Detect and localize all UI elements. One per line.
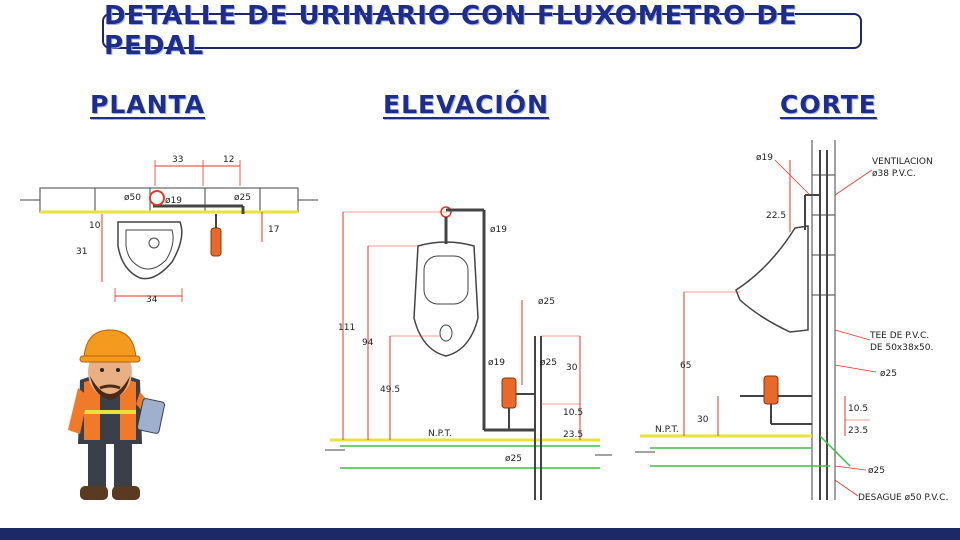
- elev-npt: N.P.T.: [428, 429, 452, 439]
- planta-dim-o25: ø25: [234, 193, 251, 203]
- planta-dim-10: 10: [89, 221, 101, 231]
- elev-dim-49-5: 49.5: [380, 385, 400, 395]
- elev-dim-23-5: 23.5: [563, 430, 583, 440]
- elev-dim-30: 30: [566, 363, 578, 373]
- corte-dim-30: 30: [697, 415, 709, 425]
- corte-dim-23-5: 23.5: [848, 426, 868, 436]
- elev-urinal: [413, 241, 479, 357]
- planta-dim-o50: ø50: [124, 193, 141, 203]
- section-label-corte: CORTE: [780, 90, 877, 119]
- elev-dim-o25-top: ø25: [538, 297, 555, 307]
- planta-valve: [210, 227, 222, 257]
- corte-dim-o19: ø19: [756, 153, 773, 163]
- planta-wall: [39, 187, 299, 213]
- elev-dim-10-5: 10.5: [563, 408, 583, 418]
- planta-drain-circle: [149, 190, 165, 206]
- planta-view: 33 12 ø50 ø19 ø25 10 31 34 17: [20, 155, 318, 305]
- planta-dim-34: 34: [146, 295, 158, 305]
- bottom-bar: [0, 528, 960, 540]
- corte-dim-o25-mid: ø25: [880, 369, 897, 379]
- worker-illustration: [68, 329, 166, 500]
- elev-dim-o19-top: ø19: [490, 225, 507, 235]
- corte-note-tee-size: DE 50x38x50.: [870, 343, 933, 353]
- corte-view: ø19 22.5 65 30 10.5 23.5 ø25 ø25 N.P.T. …: [635, 140, 948, 503]
- planta-dim-o19: ø19: [165, 196, 182, 206]
- planta-dim-33: 33: [172, 155, 183, 165]
- elevacion-view: ø19 ø25 111 94 49.5 ø19 ø25 30 10.5 23.5…: [325, 206, 612, 500]
- corte-dim-10-5: 10.5: [848, 404, 868, 414]
- corte-note-ventilacion: VENTILACION: [872, 157, 933, 167]
- elev-dim-94: 94: [362, 338, 374, 348]
- section-label-elevacion: ELEVACIÓN: [383, 90, 549, 119]
- planta-dim-12: 12: [223, 155, 234, 165]
- corte-valve: [763, 375, 779, 405]
- corte-npt: N.P.T.: [655, 425, 679, 435]
- elev-dim-o25-bottom: ø25: [505, 454, 522, 464]
- corte-note-desague: DESAGUE ø50 P.V.C.: [858, 493, 948, 503]
- corte-dim-22-5: 22.5: [766, 211, 786, 221]
- planta-dim-31: 31: [76, 247, 87, 257]
- corte-note-tee: TEE DE P.V.C.: [869, 331, 929, 341]
- elev-dim-o25-mid: ø25: [540, 358, 557, 368]
- section-label-planta: PLANTA: [90, 90, 205, 119]
- corte-dim-65: 65: [680, 361, 691, 371]
- elev-dim-o19-mid: ø19: [488, 358, 505, 368]
- corte-note-ventilacion-size: ø38 P.V.C.: [872, 169, 916, 179]
- planta-dim-17: 17: [268, 225, 279, 235]
- corte-dim-o25-bottom: ø25: [868, 466, 885, 476]
- planta-urinal: [117, 221, 183, 280]
- elev-dim-111: 111: [338, 323, 355, 333]
- corte-urinal: [735, 225, 809, 333]
- elev-valve: [501, 377, 517, 409]
